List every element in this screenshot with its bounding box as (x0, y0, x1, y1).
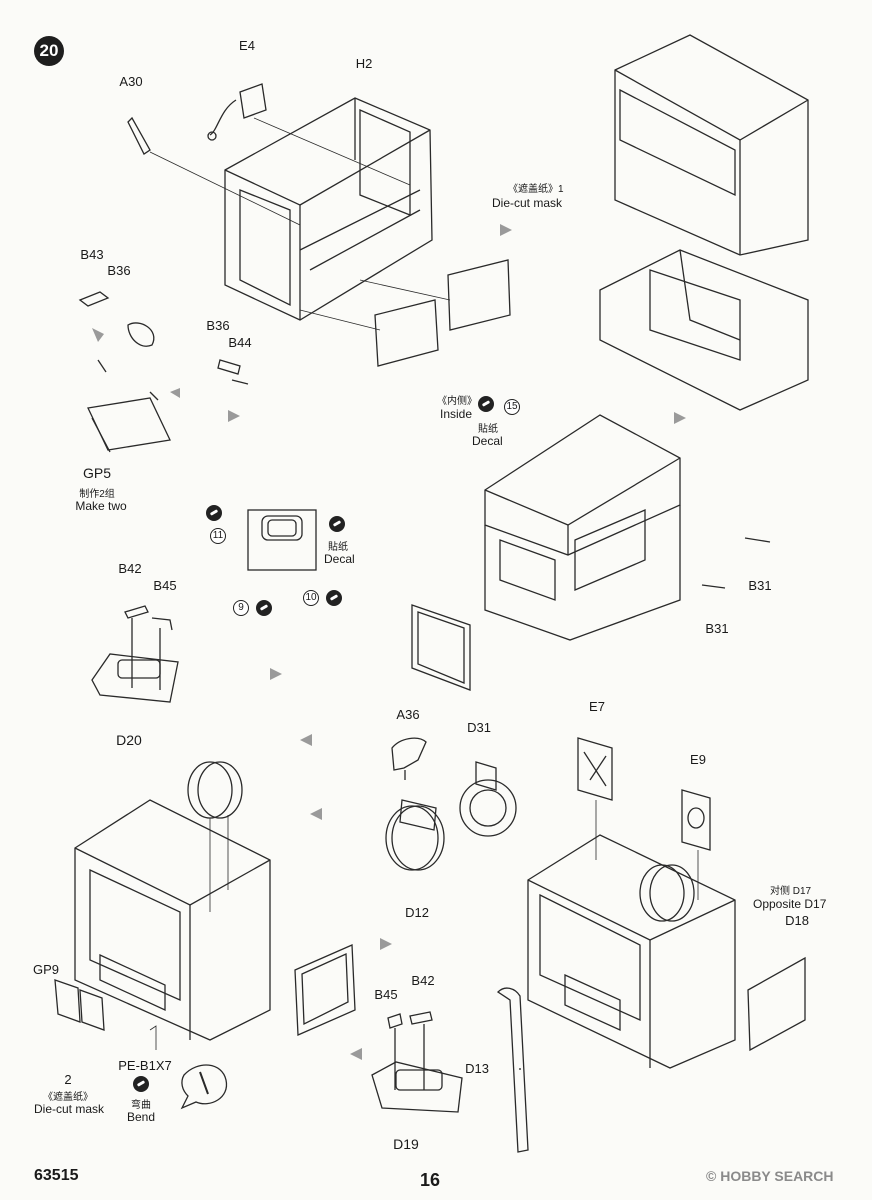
part-e4 (207, 83, 411, 186)
label-d31: D31 (467, 720, 491, 735)
decal-number-10: 10 (303, 590, 319, 606)
make-two-cn: 制作2组 (79, 489, 115, 500)
bend-icon (133, 1076, 149, 1092)
process-arrows (92, 224, 686, 1060)
parts-a36-d31-d12 (385, 737, 517, 871)
label-b36-a: B36 (107, 263, 131, 278)
die-cut-mask-top-en: Die-cut mask (492, 196, 563, 210)
watermark: © HOBBY SEARCH (706, 1168, 834, 1184)
decal-number-11: 11 (210, 528, 226, 544)
die-cut-mask-bot-num: 2 (64, 1072, 72, 1087)
label-b36-b: B36 (206, 318, 230, 333)
label-gp9: GP9 (32, 962, 60, 977)
part-d20 (91, 605, 179, 703)
cab-lower-right (496, 834, 806, 1153)
decal-sheet (247, 509, 317, 571)
label-b31-b: B31 (705, 621, 729, 636)
label-d13: D13 (465, 1061, 489, 1076)
decal-number-9: 9 (233, 600, 249, 616)
label-d18: D18 (785, 913, 809, 928)
part-a30 (127, 116, 301, 226)
product-code: 63515 (34, 1167, 79, 1184)
part-gp5 (87, 322, 171, 453)
bend-bubble (149, 1025, 228, 1110)
cab-lower-left (54, 761, 356, 1041)
decal-brush-icon (329, 516, 345, 532)
label-b44: B44 (228, 335, 252, 350)
label-d19: D19 (393, 1136, 419, 1152)
window-panels-top (299, 259, 511, 367)
die-cut-mask-bot-en: Die-cut mask (33, 1102, 105, 1116)
label-b45-b: B45 (374, 987, 398, 1002)
label-b43: B43 (80, 247, 104, 262)
label-gp5: GP5 (82, 465, 112, 481)
opposite-en: Opposite D17 (753, 897, 827, 911)
step-number-badge: 20 (34, 36, 64, 66)
label-a30: A30 (119, 74, 143, 89)
inside-cn: 《内侧》 (437, 396, 477, 407)
decal-brush-icon (326, 590, 342, 606)
cab-roof-middle (411, 414, 771, 691)
bend-cn: 弯曲 (131, 1100, 151, 1111)
label-pe-b1x7: PE-B1X7 (118, 1058, 172, 1073)
bend-en: Bend (126, 1110, 156, 1124)
label-d12: D12 (405, 905, 429, 920)
label-b45-a: B45 (153, 578, 177, 593)
label-h2: H2 (355, 56, 373, 71)
page-number: 16 (420, 1170, 441, 1190)
opposite-cn: 对侧 D17 (770, 886, 812, 897)
parts-b43-b36 (78, 291, 249, 385)
part-d19 (371, 1011, 463, 1113)
decal-brush-icon (206, 505, 222, 521)
decal-brush-icon (478, 396, 494, 412)
label-b42-a: B42 (118, 561, 142, 576)
decal-number-15: 15 (504, 399, 520, 415)
label-b42-b: B42 (411, 973, 435, 988)
die-cut-mask-top-cn: 《遮盖纸》1 (508, 184, 564, 195)
label-e7: E7 (589, 699, 605, 714)
decal-en-a: Decal (472, 434, 503, 448)
parts-e7-e9 (577, 737, 711, 900)
decal-brush-icon (256, 600, 272, 616)
make-two-en: Make two (75, 499, 127, 513)
label-a36: A36 (396, 707, 420, 722)
cab-frame-h2 (224, 97, 433, 321)
inside-en: Inside (440, 407, 473, 421)
decal-cn-a: 貼纸 (478, 424, 498, 435)
die-cut-mask-bot-cn: 《遮盖纸》 (43, 1092, 93, 1103)
cab-assembled-top (599, 34, 809, 411)
label-e9: E9 (690, 752, 706, 767)
decal-en-b: Decal (324, 552, 355, 566)
label-d20: D20 (116, 732, 142, 748)
label-e4: E4 (239, 38, 255, 53)
label-b31-a: B31 (748, 578, 772, 593)
decal-cn-b: 貼纸 (328, 542, 348, 553)
